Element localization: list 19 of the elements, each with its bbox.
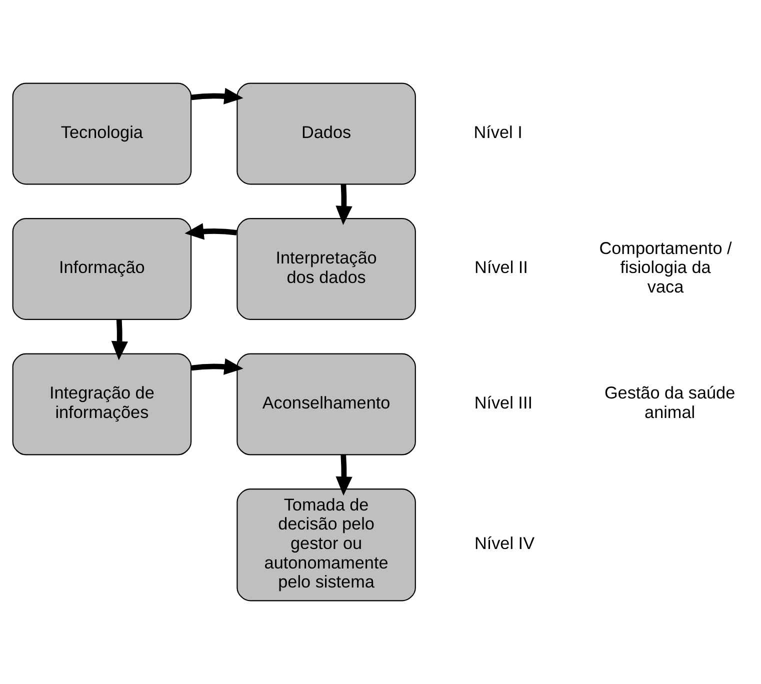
label: Comportamento / fisiologia da vaca xyxy=(599,238,732,296)
node-box: Informação xyxy=(12,218,192,320)
arrow xyxy=(111,319,128,360)
node-label: Nível III xyxy=(474,392,532,412)
arrow xyxy=(190,88,244,104)
node-box: Dados xyxy=(236,82,416,185)
node-box: Aconselhamento xyxy=(236,353,416,456)
node-label: Nível II xyxy=(474,257,528,278)
node-box: Integração de informações xyxy=(12,353,192,456)
node-box: Tecnologia xyxy=(12,82,192,185)
arrow xyxy=(190,358,244,375)
arrow xyxy=(336,184,352,225)
arrow xyxy=(184,223,237,240)
node-label: Nível IV xyxy=(474,532,535,553)
node-label: Nível I xyxy=(474,122,522,142)
arrow xyxy=(336,454,352,496)
label: Gestão da saúde animal xyxy=(604,382,736,422)
node-box: Interpretação dos dados xyxy=(236,218,416,320)
node-box: Tomada de decisão pelo gestor ou autonomamente pelo sistema xyxy=(236,488,416,602)
